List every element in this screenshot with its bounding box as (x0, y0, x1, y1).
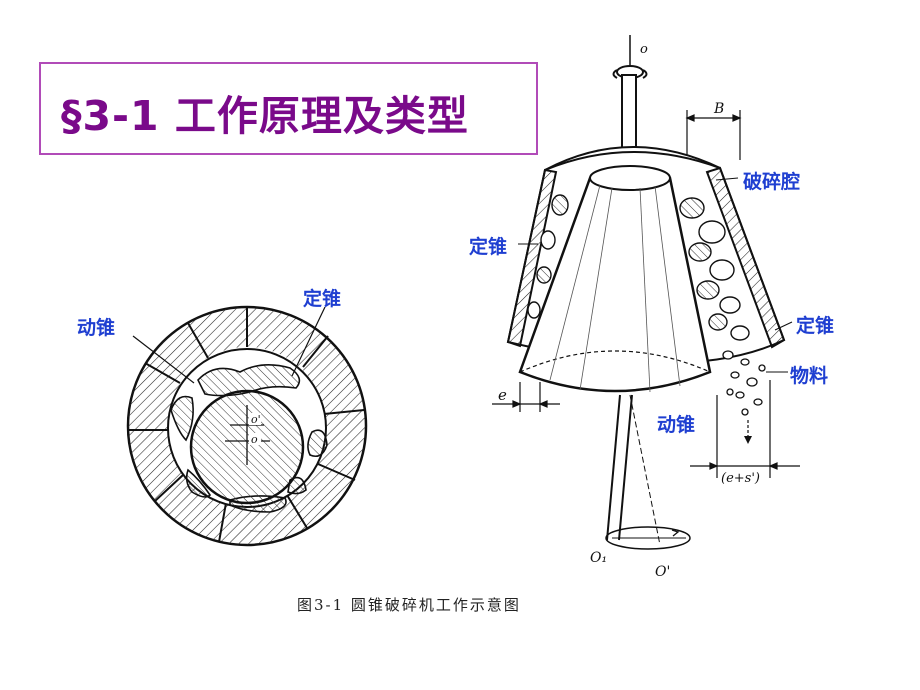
moving-cone (518, 165, 712, 393)
e-plus-s-dimension (690, 380, 800, 478)
page-title: §3-1 工作原理及类型 (61, 92, 469, 140)
crusher-3d-view: o B (492, 35, 800, 580)
label-crushing-chamber: 破碎腔 (743, 171, 801, 193)
b-dimension (685, 110, 742, 160)
e-dimension (492, 382, 560, 412)
o-top-label: o (640, 42, 648, 57)
figure-caption: 图3-1 圆锥破碎机工作示意图 (297, 596, 521, 614)
label-fixed-cone-right-bottom: 定锥 (796, 315, 835, 337)
label-material: 物料 (790, 365, 829, 387)
label-fixed-cone-right-top: 定锥 (469, 236, 508, 258)
center-o-label: o (251, 433, 258, 446)
fall-arrow (744, 420, 752, 444)
right-leaders (518, 177, 793, 373)
b-label: B (713, 101, 724, 117)
title-box: §3-1 工作原理及类型 (39, 62, 538, 155)
falling-material (722, 350, 766, 416)
eccentric-orbit (605, 526, 691, 550)
center-o-prime-label: o' (251, 413, 261, 426)
material-blobs (170, 364, 328, 513)
o-prime-label: O' (655, 564, 670, 580)
label-moving-cone-right: 动锥 (657, 414, 696, 436)
leader-fixed-cone (291, 306, 326, 377)
e-label: e (498, 386, 507, 404)
leader-moving-cone (132, 335, 195, 384)
e-plus-s-label: (e+s') (721, 471, 760, 486)
label-moving-cone-left: 动锥 (77, 317, 116, 339)
o1-label: O₁ (590, 550, 607, 566)
chamber-rocks (527, 194, 750, 341)
label-fixed-cone-left: 定锥 (303, 288, 342, 310)
cross-section-view: o' o (126, 305, 368, 547)
